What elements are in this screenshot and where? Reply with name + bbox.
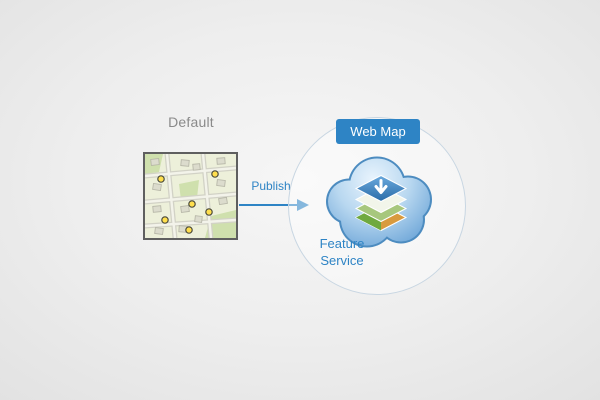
map-title: Default [168,114,214,130]
street-map-icon [145,154,236,238]
publish-glyph [374,179,388,194]
publish-label: Publish [251,179,291,193]
web-map-badge: Web Map [336,119,420,144]
map-road-centers [145,154,236,238]
map-layers-icon [354,174,408,232]
map-thumbnail [143,152,238,240]
map-buildings [150,157,228,235]
cloud-icon [315,151,443,254]
map-feature-points [157,170,219,234]
feature-service-label: Feature Service [319,236,365,268]
